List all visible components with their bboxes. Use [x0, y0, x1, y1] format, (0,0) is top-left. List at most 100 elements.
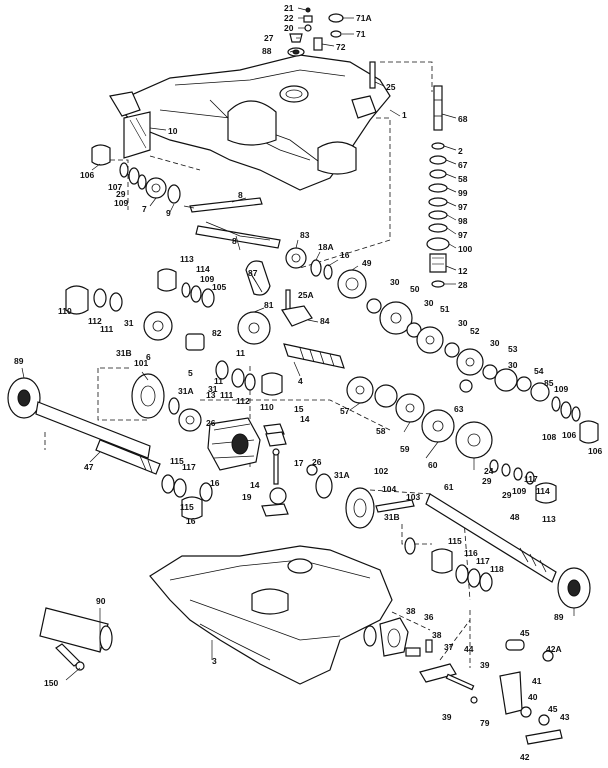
part-label: 29	[116, 189, 126, 199]
gear-row-lower	[346, 376, 493, 459]
part-label: 25	[386, 82, 396, 92]
vertical-shaft-stack	[426, 85, 450, 288]
part-label: 117	[524, 474, 538, 484]
part-label: 60	[428, 460, 438, 470]
part-label: 58	[376, 426, 386, 436]
part-label: 117	[182, 462, 196, 472]
part-label: 14	[250, 480, 260, 490]
left-bearings-upper	[91, 144, 181, 204]
part-label: 15	[294, 404, 304, 414]
part-label: 16	[210, 478, 220, 488]
part-label: 53	[508, 344, 518, 354]
part-label: 89	[14, 356, 24, 366]
part-label: 17	[294, 458, 304, 468]
hub-assembly-36	[363, 617, 433, 657]
part-label: 45	[548, 704, 558, 714]
part-label: 40	[528, 692, 538, 702]
part-label: 113	[180, 254, 194, 264]
left-axle-assembly	[7, 377, 161, 475]
leader-lines	[21, 7, 575, 681]
part-label: 20	[284, 23, 294, 33]
part-label: 42	[520, 752, 530, 762]
left-bearings-middle	[65, 285, 205, 351]
part-label: 81	[264, 300, 274, 310]
part-label: 116	[464, 548, 478, 558]
part-label: 72	[336, 42, 346, 52]
part-label: 8	[238, 190, 243, 200]
part-label: 27	[264, 33, 274, 43]
part-label: 150	[44, 678, 58, 688]
part-label: 106	[588, 446, 602, 456]
lower-center-parts	[261, 464, 318, 517]
part-label: 63	[454, 404, 464, 414]
part-label: 58	[458, 174, 468, 184]
part-label: 85	[544, 378, 554, 388]
part-label: 101	[134, 358, 148, 368]
right-axle-assembly	[425, 482, 591, 609]
part-label: 68	[458, 114, 468, 124]
part-label: 103	[406, 492, 420, 502]
part-label: 57	[340, 406, 350, 416]
part-label: 90	[96, 596, 106, 606]
gear-cluster-right	[366, 298, 550, 402]
part-label: 31B	[384, 512, 400, 522]
part-label: 24	[484, 466, 494, 476]
part-label: 107	[108, 182, 122, 192]
part-label: 49	[362, 258, 372, 268]
part-label: 71	[356, 29, 366, 39]
part-label: 38	[406, 606, 416, 616]
part-label: 115	[170, 456, 184, 466]
part-label: 110	[58, 306, 72, 316]
part-label: 21	[284, 3, 294, 13]
part-label: 37	[444, 642, 454, 652]
part-label: 11	[214, 376, 223, 386]
part-label: 31A	[178, 386, 194, 396]
part-label: 30	[390, 277, 400, 287]
part-label: 110	[260, 402, 274, 412]
part-label: 12	[458, 266, 468, 276]
part-label: 3	[212, 656, 217, 666]
part-label: 117	[476, 556, 490, 566]
part-label: 87	[248, 268, 258, 278]
part-label: 44	[464, 644, 474, 654]
part-label: 39	[480, 660, 490, 670]
part-label: 25A	[298, 290, 314, 300]
part-label: 67	[458, 160, 468, 170]
part-label: 39	[442, 712, 452, 722]
part-label: 31B	[116, 348, 132, 358]
part-label: 99	[458, 188, 468, 198]
bracket-hardware	[419, 639, 563, 745]
part-label: 115	[180, 502, 194, 512]
part-label: 112	[88, 316, 102, 326]
part-label: 16	[340, 250, 350, 260]
part-label: 14	[300, 414, 310, 424]
part-label: 29	[482, 476, 492, 486]
part-label: 118	[490, 564, 504, 574]
part-label: 38	[432, 630, 442, 640]
part-label: 109	[114, 198, 128, 208]
part-label: 83	[300, 230, 310, 240]
part-label: 106	[562, 430, 576, 440]
part-label: 36	[424, 612, 434, 622]
hub-assembly-102	[315, 473, 415, 529]
part-label: 8	[232, 236, 237, 246]
differential-assembly	[131, 373, 261, 471]
part-label: 30	[490, 338, 500, 348]
bearings-row-11	[215, 360, 283, 396]
part-label: 108	[542, 432, 556, 442]
part-label: 105	[212, 282, 226, 292]
part-label: 2	[458, 146, 463, 156]
part-label: 109	[200, 274, 214, 284]
part-label: 84	[320, 316, 330, 326]
part-label: 109	[554, 384, 568, 394]
part-label: 30	[424, 298, 434, 308]
part-label: 30	[508, 360, 518, 370]
part-label: 104	[382, 484, 396, 494]
part-label: 114	[536, 486, 550, 496]
part-label: 47	[84, 462, 94, 472]
part-label: 59	[400, 444, 410, 454]
part-label: 19	[242, 492, 252, 502]
